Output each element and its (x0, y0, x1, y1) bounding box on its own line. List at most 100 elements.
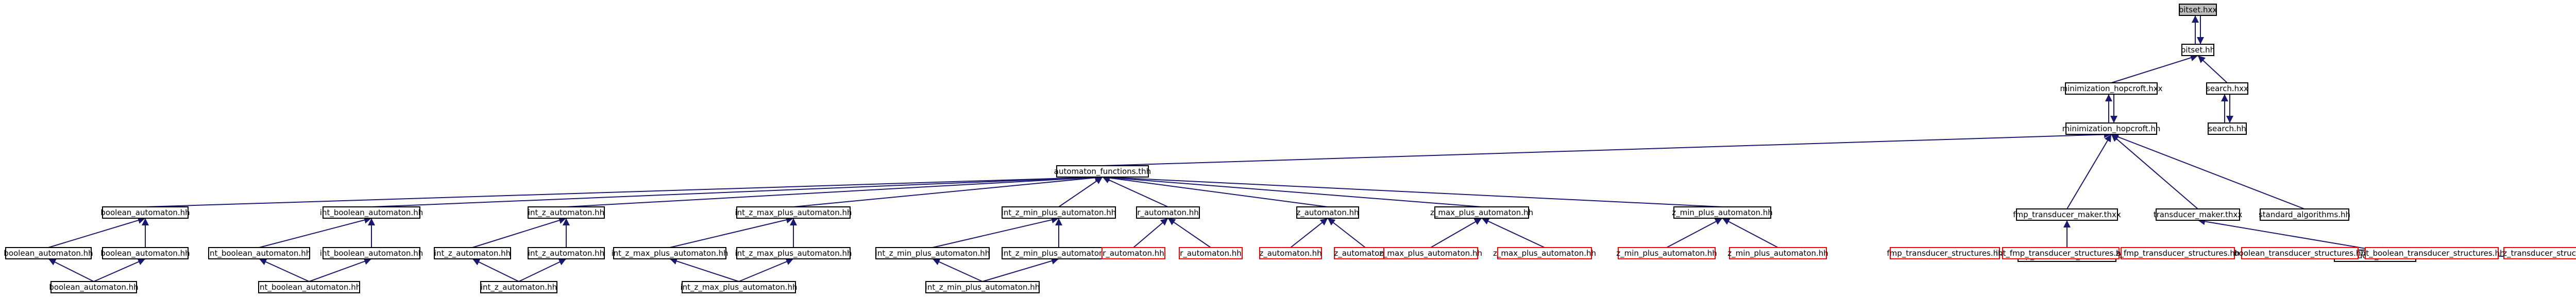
node-box (1179, 247, 1243, 259)
node-automaton_functions_thh[interactable]: automaton_functions.thh (1054, 165, 1151, 178)
node-label: int_z_automaton.hh (528, 208, 604, 218)
node-r_automaton_hh_l4a[interactable]: r_automaton.hh (1101, 247, 1165, 259)
node-label: int_z_max_plus_automaton.hh (611, 249, 728, 258)
node-box (528, 206, 605, 219)
node-label: boolean_automaton.hh (100, 249, 190, 258)
node-z_automaton_hh_l4b[interactable]: z_automaton.hh (1334, 247, 1397, 259)
node-int_z_max_plus_automaton_hh_l5[interactable]: int_z_max_plus_automaton.hh (680, 281, 798, 293)
node-label: z_automaton.hh (1334, 249, 1396, 258)
node-boolean_automaton_hh_l4a[interactable]: boolean_automaton.hh (4, 247, 93, 259)
node-r_automaton_hh_l3[interactable]: r_automaton.hh (1136, 206, 1200, 219)
node-z_max_plus_automaton_hh_l4b[interactable]: z_max_plus_automaton.hh (1493, 247, 1596, 259)
node-box (258, 281, 360, 293)
node-box (1890, 247, 2000, 259)
node-int_z_automaton_hh_l3[interactable]: int_z_automaton.hh (528, 206, 605, 219)
node-label: z_transducer_structures.hh (2503, 249, 2576, 258)
include-edge-int_boolean_automaton_hh_l5-to-int_boolean_automaton_hh_l4a (259, 258, 310, 282)
node-fmp_transducer_maker_thxx[interactable]: fmp_transducer_maker.thxx (2013, 208, 2121, 221)
node-label: int_z_automaton.hh (528, 249, 604, 258)
node-box (2503, 247, 2576, 259)
node-bitset_hh[interactable]: bitset.hh (2181, 44, 2215, 56)
node-box (208, 247, 310, 259)
include-edge-z_max_plus_automaton_hh_l4b-to-z_max_plus_automaton_hh_l3 (1481, 218, 1545, 248)
node-box (736, 247, 851, 259)
node-label: minimization_hopcroft.hh (2062, 124, 2161, 134)
node-int_boolean_transducer_structures_hh[interactable]: int_boolean_transducer_structures.hh (2359, 247, 2505, 259)
node-int_z_min_plus_automaton_hh_l5[interactable]: int_z_min_plus_automaton.hh (925, 281, 1040, 293)
node-int_z_automaton_hh_l4b[interactable]: int_z_automaton.hh (528, 247, 605, 259)
node-z_max_plus_automaton_hh_l3[interactable]: z_max_plus_automaton.hh (1430, 206, 1533, 219)
node-standard_algorithms_hh[interactable]: standard_algorithms.hh (2259, 208, 2350, 221)
node-boolean_transducer_structures_hh[interactable]: boolean_transducer_structures.hh (2234, 247, 2366, 259)
node-int_fmp_transducer_structures_hh[interactable]: int_fmp_transducer_structures.hh (1996, 247, 2126, 259)
node-box (480, 281, 557, 293)
include-edge-z_min_plus_automaton_hh_l4b-to-z_min_plus_automaton_hh_l3 (1722, 218, 1778, 248)
include-edge-int_z_min_plus_automaton_hh_l4a-to-int_z_min_plus_automaton_hh_l3 (932, 216, 1059, 248)
node-label: int_z_min_plus_automaton.hh (925, 283, 1040, 292)
node-z_automaton_hh_l3[interactable]: z_automaton.hh (1296, 206, 1359, 219)
node-int_z_min_plus_automaton_hh_l4b[interactable]: int_z_min_plus_automaton.hh (1002, 247, 1116, 259)
node-label: boolean_automaton.hh (49, 283, 138, 292)
node-box (1056, 165, 1149, 178)
node-box (102, 206, 189, 219)
node-z_transducer_structures_hh[interactable]: z_transducer_structures.hh (2503, 247, 2576, 259)
node-boolean_automaton_hh_l3[interactable]: boolean_automaton.hh (100, 206, 190, 219)
node-transducer_maker_thxx[interactable]: transducer_maker.thxx (2154, 208, 2243, 221)
node-box (2260, 208, 2349, 221)
include-edge-int_z_max_plus_automaton_hh_l4a-to-int_z_max_plus_automaton_hh_l3 (669, 216, 794, 248)
node-box (323, 247, 420, 259)
node-boolean_automaton_hh_l4b[interactable]: boolean_automaton.hh (100, 247, 190, 259)
node-int_z_max_plus_automaton_hh_l4a[interactable]: int_z_max_plus_automaton.hh (611, 247, 728, 259)
node-int_boolean_automaton_hh_l4b[interactable]: int_boolean_automaton.hh (320, 247, 423, 259)
node-label: r_automaton.hh (1137, 208, 1199, 218)
node-z_min_plus_automaton_hh_l3[interactable]: z_min_plus_automaton.hh (1672, 206, 1773, 219)
node-int_z_min_plus_automaton_hh_l4a[interactable]: int_z_min_plus_automaton.hh (875, 247, 990, 259)
node-int_z_automaton_hh_l5[interactable]: int_z_automaton.hh (480, 281, 557, 293)
include-edge-r_automaton_hh_l4a-to-r_automaton_hh_l3 (1133, 218, 1168, 248)
node-label: automaton_functions.thh (1054, 167, 1151, 177)
node-int_boolean_automaton_hh_l3[interactable]: int_boolean_automaton.hh (320, 206, 423, 219)
include-edge-transducer_maker_thh-to-transducer_maker_thxx (2197, 218, 2376, 251)
node-z_max_plus_automaton_hh_l4a[interactable]: z_max_plus_automaton.hh (1379, 247, 1482, 259)
node-box (323, 206, 420, 219)
node-box (2121, 247, 2235, 259)
include-edge-int_z_automaton_hh_l5-to-int_z_automaton_hh_l4a (472, 258, 519, 282)
node-z_min_plus_automaton_hh_l4b[interactable]: z_min_plus_automaton.hh (1727, 247, 1828, 259)
include-edge-min_hopcroft_hxx-to-bitset_hh (2111, 54, 2198, 83)
node-search_hh[interactable]: search.hh (2208, 122, 2247, 135)
node-boolean_automaton_hh_l5[interactable]: boolean_automaton.hh (49, 281, 139, 293)
include-edge-search_hxx-to-bitset_hh (2197, 55, 2228, 83)
node-label: z_min_plus_automaton.hh (1672, 208, 1773, 218)
node-z_min_plus_automaton_hh_l4a[interactable]: z_min_plus_automaton.hh (1616, 247, 1717, 259)
node-label: int_z_automaton.hh (481, 283, 557, 292)
node-box (1673, 206, 1771, 219)
node-min_hopcroft_hxx[interactable]: minimization_hopcroft.hxx (2060, 82, 2163, 95)
node-int_z_max_plus_automaton_hh_l3[interactable]: int_z_max_plus_automaton.hh (735, 206, 852, 219)
node-box (50, 281, 137, 293)
node-int_boolean_automaton_hh_l4a[interactable]: int_boolean_automaton.hh (208, 247, 311, 259)
node-label: fmp_transducer_structures.hh (1887, 249, 2003, 258)
node-min_hopcroft_hh[interactable]: minimization_hopcroft.hh (2062, 122, 2161, 135)
node-label: int_boolean_automaton.hh (320, 208, 423, 218)
node-int_boolean_automaton_hh_l5[interactable]: int_boolean_automaton.hh (258, 281, 361, 293)
nodes-layer: bitset.hxx bitset.hh minimization_hopcroft… (4, 4, 2576, 293)
node-int_z_max_plus_automaton_hh_l4b[interactable]: int_z_max_plus_automaton.hh (735, 247, 852, 259)
node-int_z_min_plus_automaton_hh_l3[interactable]: int_z_min_plus_automaton.hh (1002, 206, 1116, 219)
node-label: int_z_min_plus_automaton.hh (1002, 249, 1116, 258)
node-label: z_min_plus_automaton.hh (1727, 249, 1828, 258)
node-box (2179, 4, 2217, 16)
node-r_automaton_hh_l4b[interactable]: r_automaton.hh (1179, 247, 1243, 259)
include-edge-int_boolean_automaton_hh_l4a-to-int_boolean_automaton_hh_l3 (259, 216, 372, 248)
include-edge-z_automaton_hh_l4a-to-z_automaton_hh_l3 (1290, 218, 1328, 248)
node-box (2065, 122, 2157, 135)
node-fmp_transducer_structures_hh[interactable]: fmp_transducer_structures.hh (1887, 247, 2003, 259)
node-box (2156, 208, 2240, 221)
include-edge-int_z_max_plus_automaton_hh_l5-to-int_z_max_plus_automaton_hh_l4a (669, 257, 739, 282)
node-bitset_hxx[interactable]: bitset.hxx (2179, 4, 2217, 16)
node-int_z_automaton_hh_l4a[interactable]: int_z_automaton.hh (434, 247, 511, 259)
node-search_hxx[interactable]: search.hxx (2206, 82, 2248, 95)
node-z_automaton_hh_l4a[interactable]: z_automaton.hh (1259, 247, 1322, 259)
include-edge-int_z_min_plus_automaton_hh_l5-to-int_z_min_plus_automaton_hh_l4a (932, 258, 983, 282)
node-box (1729, 247, 1827, 259)
node-z_fmp_transducer_structures_hh[interactable]: z_fmp_transducer_structures.hh (2116, 247, 2240, 259)
